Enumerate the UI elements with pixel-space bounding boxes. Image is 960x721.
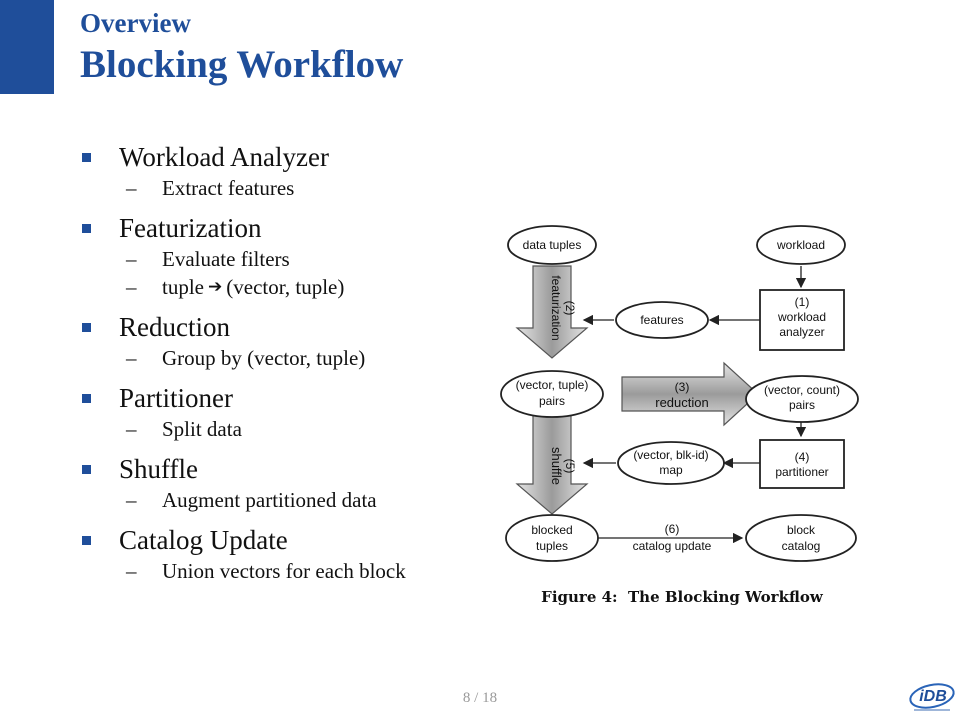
bullet-label: Featurization bbox=[119, 213, 262, 243]
analyzer-step: (1) bbox=[795, 295, 810, 309]
square-bullet-icon bbox=[82, 535, 91, 545]
shuffle-label: shuffle bbox=[549, 447, 564, 485]
node-blocked-tuples bbox=[505, 514, 599, 562]
bullet-item: Reduction – Group by (vector, tuple) bbox=[80, 310, 500, 372]
sub-bullet: – Split data bbox=[126, 415, 500, 443]
bullet-list: Workload Analyzer – Extract features Feat… bbox=[80, 140, 500, 594]
analyzer-line2: analyzer bbox=[779, 325, 824, 339]
sub-bullet-text-pre: tuple bbox=[162, 275, 204, 299]
node-features bbox=[615, 301, 709, 339]
shuffle-step: (5) bbox=[563, 459, 577, 474]
square-bullet-icon bbox=[82, 464, 91, 474]
sub-bullet: – tuple➔(vector, tuple) bbox=[126, 273, 500, 301]
dash-icon: – bbox=[126, 275, 137, 299]
idb-logo-icon: iDB bbox=[909, 683, 955, 711]
idb-logo: iDB bbox=[908, 676, 958, 721]
idb-logo-text: iDB bbox=[919, 688, 947, 705]
reduction-arrow bbox=[621, 361, 759, 427]
dash-icon: – bbox=[126, 176, 137, 200]
bullet-item: Featurization – Evaluate filters – tuple➔(… bbox=[80, 211, 500, 301]
bullet-item: Partitioner – Split data bbox=[80, 381, 500, 443]
dash-icon: – bbox=[126, 488, 137, 512]
dash-icon: – bbox=[126, 247, 137, 271]
right-arrow-icon: ➔ bbox=[208, 277, 223, 297]
square-bullet-icon bbox=[82, 223, 91, 233]
sub-bullet: – Group by (vector, tuple) bbox=[126, 344, 500, 372]
vb-map-line2: map bbox=[659, 463, 683, 477]
catalog-line1: block bbox=[787, 523, 816, 537]
vc-pairs-line1: (vector, count) bbox=[764, 383, 840, 397]
partitioner-step: (4) bbox=[795, 450, 810, 464]
blocked-line2: tuples bbox=[536, 539, 568, 553]
node-partitioner bbox=[759, 439, 845, 489]
shuffle-arrow bbox=[515, 414, 589, 515]
catalog-update-label: catalog update bbox=[633, 539, 712, 553]
node-data-tuples-label: data tuples bbox=[523, 238, 582, 252]
reduction-label: reduction bbox=[655, 395, 708, 410]
square-bullet-icon bbox=[82, 322, 91, 332]
bullet-label: Catalog Update bbox=[119, 525, 288, 555]
dash-icon: – bbox=[126, 417, 137, 441]
sub-bullet-text: Union vectors for each block bbox=[162, 559, 406, 583]
figure-caption: Figure 4: The Blocking Workflow bbox=[541, 588, 824, 606]
sub-bullet-text: Extract features bbox=[162, 176, 295, 200]
square-bullet-icon bbox=[82, 393, 91, 403]
node-workload-label: workload bbox=[776, 238, 825, 252]
sub-bullet: – Union vectors for each block bbox=[126, 557, 500, 585]
section-title: Overview bbox=[80, 8, 191, 38]
node-workload bbox=[756, 225, 846, 265]
bullet-item: Catalog Update – Union vectors for each b… bbox=[80, 523, 500, 585]
bullet-label: Shuffle bbox=[119, 454, 198, 484]
sub-bullet: – Augment partitioned data bbox=[126, 486, 500, 514]
sub-bullet: – Evaluate filters bbox=[126, 245, 500, 273]
title-accent-bar bbox=[0, 0, 54, 94]
vb-map-line1: (vector, blk-id) bbox=[633, 448, 708, 462]
node-features-label: features bbox=[640, 313, 683, 327]
vt-pairs-line1: (vector, tuple) bbox=[516, 378, 589, 392]
vc-pairs-line2: pairs bbox=[789, 398, 815, 412]
featurization-arrow bbox=[515, 265, 589, 359]
bullet-item: Workload Analyzer – Extract features bbox=[80, 140, 500, 202]
square-bullet-icon bbox=[82, 152, 91, 162]
sub-bullet-text: Group by (vector, tuple) bbox=[162, 346, 366, 370]
node-vector-tuple-pairs bbox=[500, 370, 604, 418]
sub-bullet: – Extract features bbox=[126, 174, 500, 202]
node-workload-analyzer bbox=[759, 289, 845, 351]
reduction-step: (3) bbox=[675, 380, 690, 394]
dash-icon: – bbox=[126, 559, 137, 583]
analyzer-line1: workload bbox=[777, 310, 826, 324]
blocked-line1: blocked bbox=[531, 523, 572, 537]
bullet-item: Shuffle – Augment partitioned data bbox=[80, 452, 500, 514]
bullet-label: Reduction bbox=[119, 312, 230, 342]
sub-bullet-text: Augment partitioned data bbox=[162, 488, 377, 512]
catalog-line2: catalog bbox=[782, 539, 821, 553]
node-vector-blk-map bbox=[617, 441, 725, 485]
bullet-label: Partitioner bbox=[119, 383, 233, 413]
workflow-diagram: data tuples workload (1) workload analyz… bbox=[500, 225, 859, 606]
vt-pairs-line2: pairs bbox=[539, 394, 565, 408]
blocking-workflow-figure: data tuples workload (1) workload analyz… bbox=[496, 216, 866, 621]
page-title: Blocking Workflow bbox=[80, 43, 404, 86]
node-data-tuples bbox=[507, 225, 597, 265]
partitioner-line1: partitioner bbox=[775, 465, 828, 479]
catalog-update-step: (6) bbox=[665, 522, 680, 536]
featurization-step: (2) bbox=[563, 301, 577, 316]
featurization-label: featurization bbox=[549, 275, 563, 340]
sub-bullet-text: Evaluate filters bbox=[162, 247, 290, 271]
sub-bullet-text: Split data bbox=[162, 417, 242, 441]
page-number: 8 / 18 bbox=[462, 690, 498, 706]
dash-icon: – bbox=[126, 346, 137, 370]
sub-bullet-text-post: (vector, tuple) bbox=[226, 275, 345, 299]
bullet-label: Workload Analyzer bbox=[119, 142, 330, 172]
node-vector-count-pairs bbox=[745, 375, 859, 423]
node-block-catalog bbox=[745, 514, 857, 562]
